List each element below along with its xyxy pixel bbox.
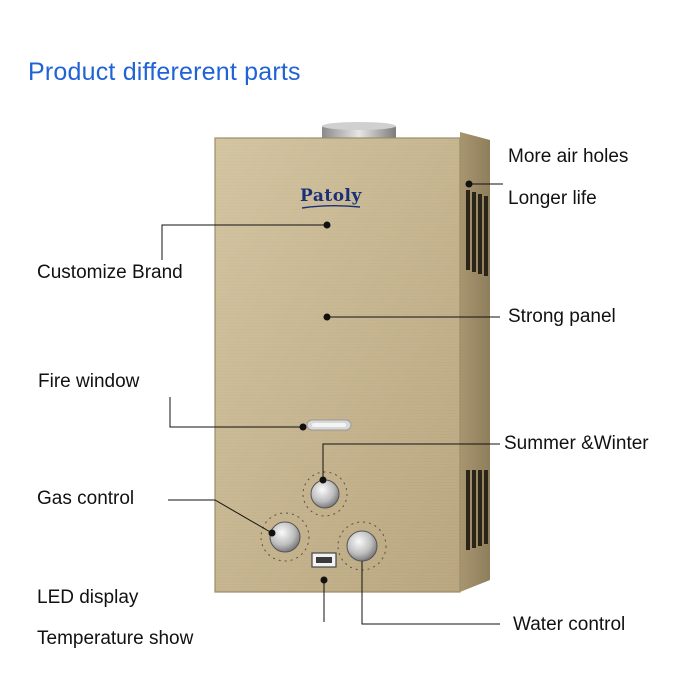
label-strong-panel: Strong panel: [508, 306, 616, 327]
label-temperature-show: Temperature show: [37, 628, 194, 649]
water-control-knob: [346, 530, 378, 562]
air-holes-lower: [466, 470, 488, 550]
label-led-display: LED display: [37, 587, 139, 608]
leader-fire-window: [169, 397, 303, 428]
label-gas-control: Gas control: [37, 488, 135, 509]
summer-winter-knob: [310, 479, 340, 509]
page-title: Product differerent parts: [28, 58, 301, 86]
label-customize-brand: Customize Brand: [37, 262, 183, 283]
leader-gas-control: [168, 499, 273, 534]
gas-control-knob: [269, 521, 301, 553]
label-summer-winter: Summer &Winter: [504, 433, 649, 454]
leader-summer-winter: [322, 443, 500, 480]
callout-dots: [268, 180, 473, 584]
leader-customize-brand: [161, 224, 327, 260]
brand-logo: Patoly: [300, 186, 362, 206]
leader-lines: [161, 183, 503, 625]
air-holes-upper: [466, 190, 488, 276]
brand-swoosh-icon: [301, 205, 361, 209]
label-water-control: Water control: [513, 614, 626, 635]
leader-water-control: [361, 561, 500, 625]
label-more-air-holes: More air holes: [508, 146, 629, 167]
label-longer-life: Longer life: [508, 188, 597, 209]
label-fire-window: Fire window: [38, 371, 140, 392]
